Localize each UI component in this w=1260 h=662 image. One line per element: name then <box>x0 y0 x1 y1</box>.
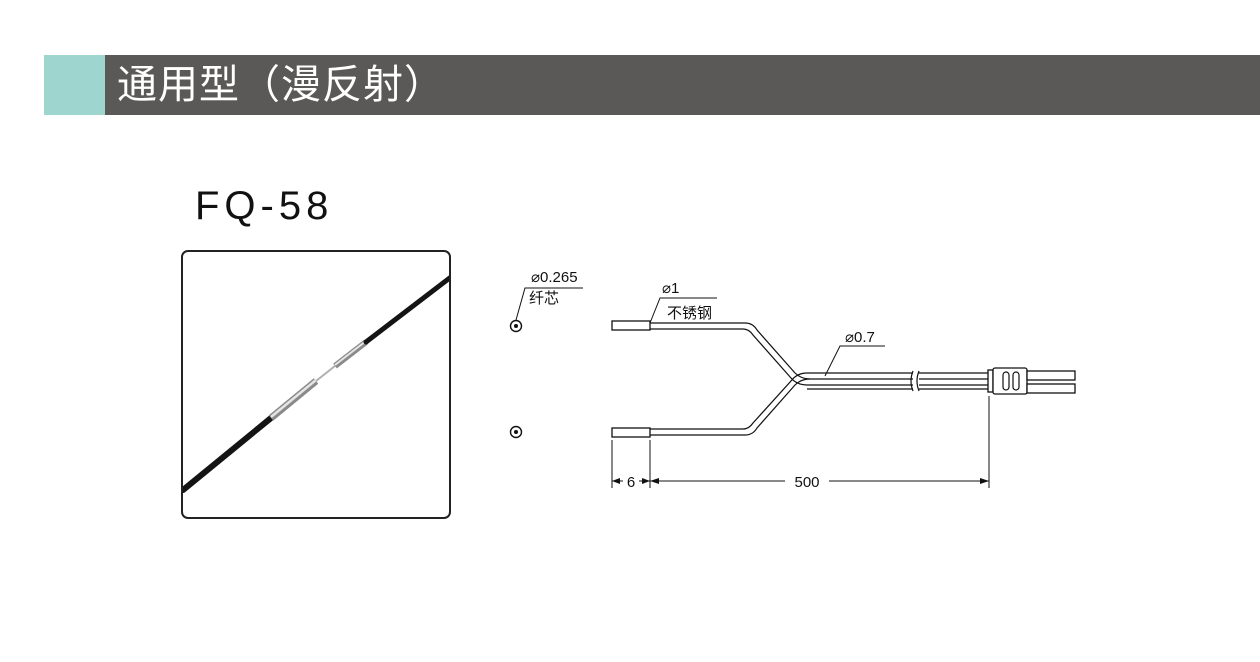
sleeve-label: 不锈钢 <box>667 305 712 322</box>
cable-leader <box>824 345 885 377</box>
sleeve-leader <box>649 297 717 324</box>
break-mark-right <box>916 370 920 392</box>
core-diameter-label: ⌀0.265 <box>531 269 578 286</box>
cable-diameter-label: ⌀0.7 <box>845 329 875 346</box>
break-mark-left <box>910 370 914 392</box>
connector <box>987 367 1076 395</box>
core-label: 纤芯 <box>529 290 559 307</box>
page-title: 通用型（漫反射） <box>117 62 445 108</box>
sleeve-top <box>611 320 651 331</box>
cable-bottom-lower <box>650 372 808 430</box>
fiber-core-symbol-top <box>509 319 523 333</box>
fiber-cable-photo-icon <box>183 275 449 493</box>
cable-top-upper <box>650 322 913 380</box>
dimension-drawing: ⌀0.265 纤芯 ⌀1 不锈钢 ⌀0.7 6 500 <box>509 269 1076 491</box>
cable-top-lower <box>650 328 913 386</box>
product-photo <box>181 250 451 519</box>
cable-length-label: 500 <box>794 474 819 491</box>
header-bar <box>105 55 1260 115</box>
cable-bottom-upper <box>650 378 811 436</box>
core-leader <box>515 287 583 321</box>
fiber-core-symbol-bottom <box>509 425 523 439</box>
sleeve-bottom <box>611 427 651 438</box>
header-accent <box>44 55 105 115</box>
model-name: FQ-58 <box>195 184 334 228</box>
sleeve-length-label: 6 <box>627 474 635 491</box>
sleeve-diameter-label: ⌀1 <box>662 280 679 297</box>
